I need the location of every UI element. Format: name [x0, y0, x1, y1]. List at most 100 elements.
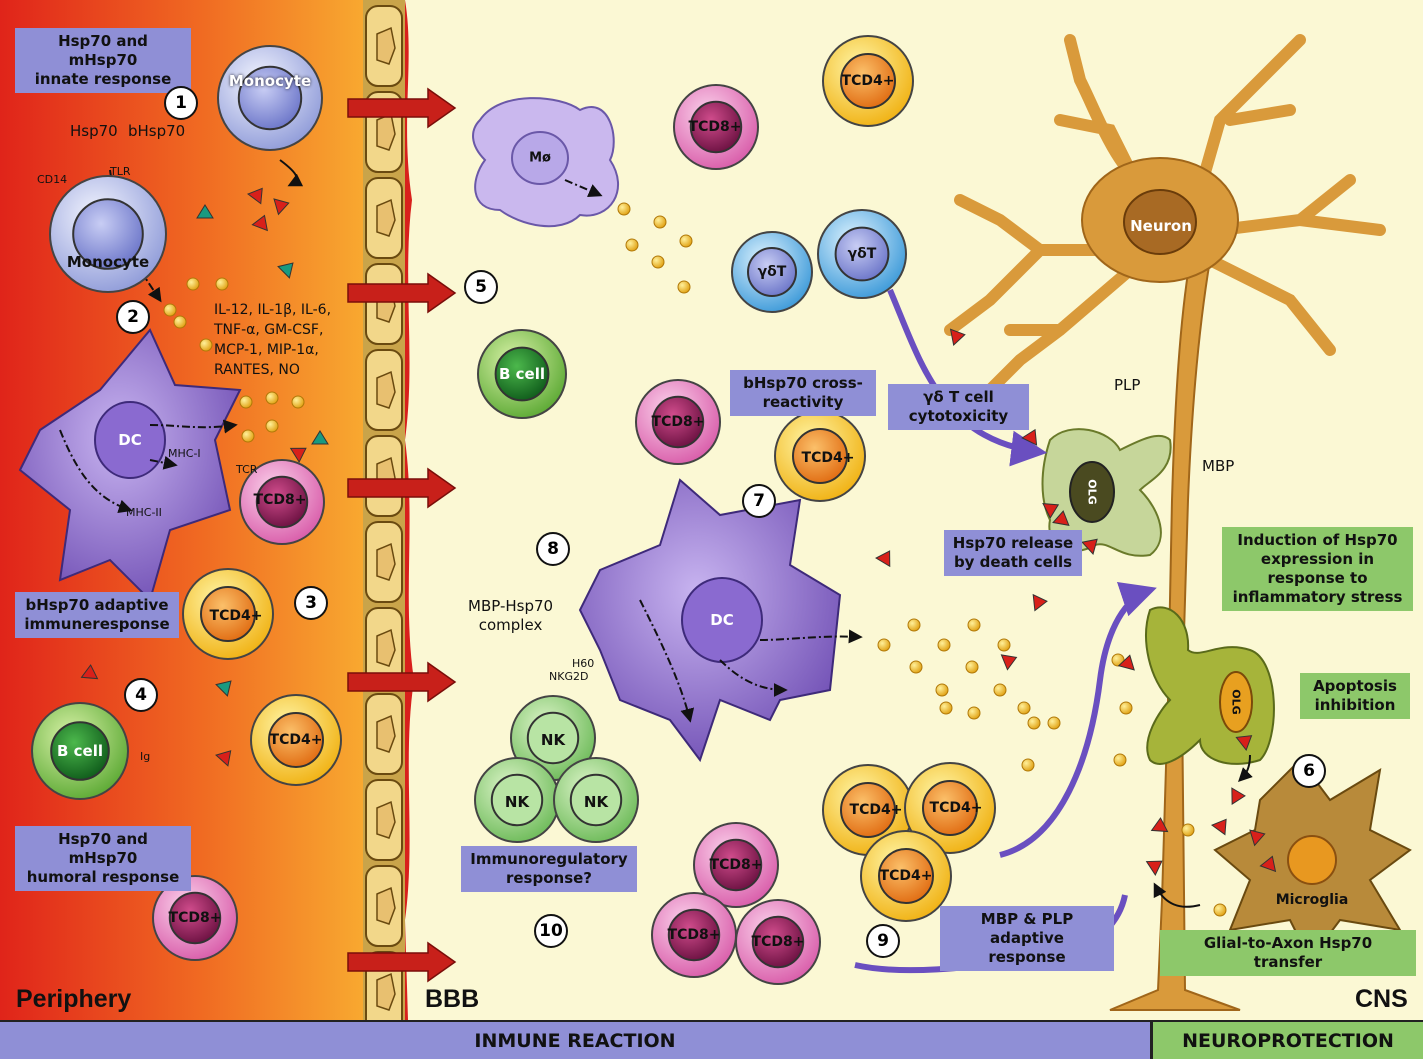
mhc1-label: MHC-I [168, 447, 201, 460]
tcd8-periphery-2-label: TCD8+ [169, 910, 222, 926]
tcd8-periphery-1-label: TCD8+ [254, 492, 307, 508]
cytokine-dot [1120, 702, 1132, 714]
olg-lower-label: OLG [1230, 689, 1243, 714]
cytokine-dot [998, 639, 1010, 651]
cytokine-dot [240, 396, 252, 408]
tcd8-cns-2-label: TCD8+ [652, 414, 705, 430]
cytokine-dot [680, 235, 692, 247]
cytokine-dot [938, 639, 950, 651]
tcd8-cns-4-label: TCD8+ [668, 927, 721, 943]
immunoregulatory-box: Immunoregulatory response? [461, 846, 637, 892]
gd-cytotoxicity-box: γδ T cell cytotoxicity [888, 384, 1029, 430]
step-7: 7 [742, 484, 776, 518]
gdt-2-label: γδT [848, 246, 877, 262]
step-3: 3 [294, 586, 328, 620]
bbb-label: BBB [425, 985, 479, 1014]
dc-cns-label: DC [710, 611, 733, 629]
tcd4-cns-1-label: TCD4+ [842, 73, 895, 89]
monocyte-bottom-label: Monocyte [67, 253, 149, 271]
tcd4-cns-5-label: TCD4+ [880, 868, 933, 884]
hsp70-label: Hsp70 [70, 122, 118, 140]
cytokine-dot [174, 316, 186, 328]
neuron-label: Neuron [1130, 217, 1192, 235]
tcr-label: TCR [236, 463, 257, 476]
cross-reactivity-box: bHsp70 cross- reactivity [730, 370, 876, 416]
cytokine-dot [242, 430, 254, 442]
dc-periphery-label: DC [118, 431, 141, 449]
step-9: 9 [866, 924, 900, 958]
step-5: 5 [464, 270, 498, 304]
macrophage-label: Mø [529, 151, 551, 166]
mhc2-label: MHC-II [126, 506, 162, 519]
cytokines-label: IL-12, IL-1β, IL-6, TNF-α, GM-CSF, MCP-1… [214, 300, 331, 380]
cytokine-dot [1214, 904, 1226, 916]
humoral-response-box: Hsp70 and mHsp70 humoral response [15, 826, 191, 891]
immune-reaction-bar: INMUNE REACTION [0, 1020, 1153, 1059]
cytokine-dot [968, 619, 980, 631]
cytokine-dot [966, 661, 978, 673]
glial-transfer-box: Glial-to-Axon Hsp70 transfer [1160, 930, 1416, 976]
cytokine-dot [652, 256, 664, 268]
cytokine-dot [654, 216, 666, 228]
mbp-hsp70-complex-label: MBP-Hsp70 complex [468, 597, 553, 635]
cytokine-dot [292, 396, 304, 408]
cytokine-dot [618, 203, 630, 215]
cytokine-dot [1182, 824, 1194, 836]
tlr-label: TLR [110, 165, 131, 178]
cytokine-dot [940, 702, 952, 714]
plp-label: PLP [1114, 376, 1140, 394]
tcd4-cns-4-label: TCD4+ [930, 800, 983, 816]
step-8: 8 [536, 532, 570, 566]
ig-label: Ig [140, 750, 150, 763]
monocyte-top-label: Monocyte [229, 72, 311, 90]
neuroprotection-bar: NEUROPROTECTION [1153, 1020, 1423, 1059]
cytokine-dot [164, 304, 176, 316]
cns-label: CNS [1355, 985, 1408, 1014]
nkg2d-label: NKG2D [549, 670, 588, 683]
tcd4-cns-2-label: TCD4+ [802, 450, 855, 466]
tcd8-cns-5-label: TCD8+ [752, 934, 805, 950]
cytokine-dot [910, 661, 922, 673]
step-6: 6 [1292, 754, 1326, 788]
cytokine-dot [994, 684, 1006, 696]
nk-1-label: NK [541, 731, 565, 749]
cytokine-dot [678, 281, 690, 293]
olg-upper-label: OLG [1086, 479, 1099, 504]
periphery-label: Periphery [16, 985, 131, 1014]
adaptive-response-box: bHsp70 adaptive immuneresponse [15, 592, 179, 638]
cytokine-dot [1018, 702, 1030, 714]
cytokine-dot [187, 278, 199, 290]
nk-2-label: NK [505, 793, 529, 811]
mbp-label: MBP [1202, 457, 1234, 475]
cytokine-dot [266, 392, 278, 404]
step-4: 4 [124, 678, 158, 712]
h60-label: H60 [572, 657, 594, 670]
bhsp70-label: bHsp70 [128, 122, 185, 140]
tcd8-cns-1-label: TCD8+ [689, 119, 742, 135]
step-1: 1 [164, 86, 198, 120]
induction-box: Induction of Hsp70 expression in respons… [1222, 527, 1413, 611]
mbp-plp-adaptive-box: MBP & PLP adaptive response [940, 906, 1114, 971]
cytokine-dot [908, 619, 920, 631]
cytokine-dot [968, 707, 980, 719]
cytokine-dot [878, 639, 890, 651]
bcell-periphery-label: B cell [57, 742, 103, 760]
cytokine-dot [1048, 717, 1060, 729]
cytokine-dot [1114, 754, 1126, 766]
tcd8-cns-3-label: TCD8+ [710, 857, 763, 873]
apoptosis-box: Apoptosis inhibition [1300, 673, 1410, 719]
cytokine-dot [200, 339, 212, 351]
cd14-label: CD14 [37, 173, 67, 186]
cytokine-dot [626, 239, 638, 251]
tcd4-periphery-1-label: TCD4+ [210, 608, 263, 624]
innate-response-box: Hsp70 and mHsp70 innate response [15, 28, 191, 93]
hsp70-release-box: Hsp70 release by death cells [944, 530, 1082, 576]
tcd4-cns-3-label: TCD4+ [850, 802, 903, 818]
cytokine-dot [936, 684, 948, 696]
tcd4-periphery-2-label: TCD4+ [270, 732, 323, 748]
bcell-cns-label: B cell [499, 365, 545, 383]
microglia-label: Microglia [1276, 892, 1349, 908]
nk-3-label: NK [584, 793, 608, 811]
